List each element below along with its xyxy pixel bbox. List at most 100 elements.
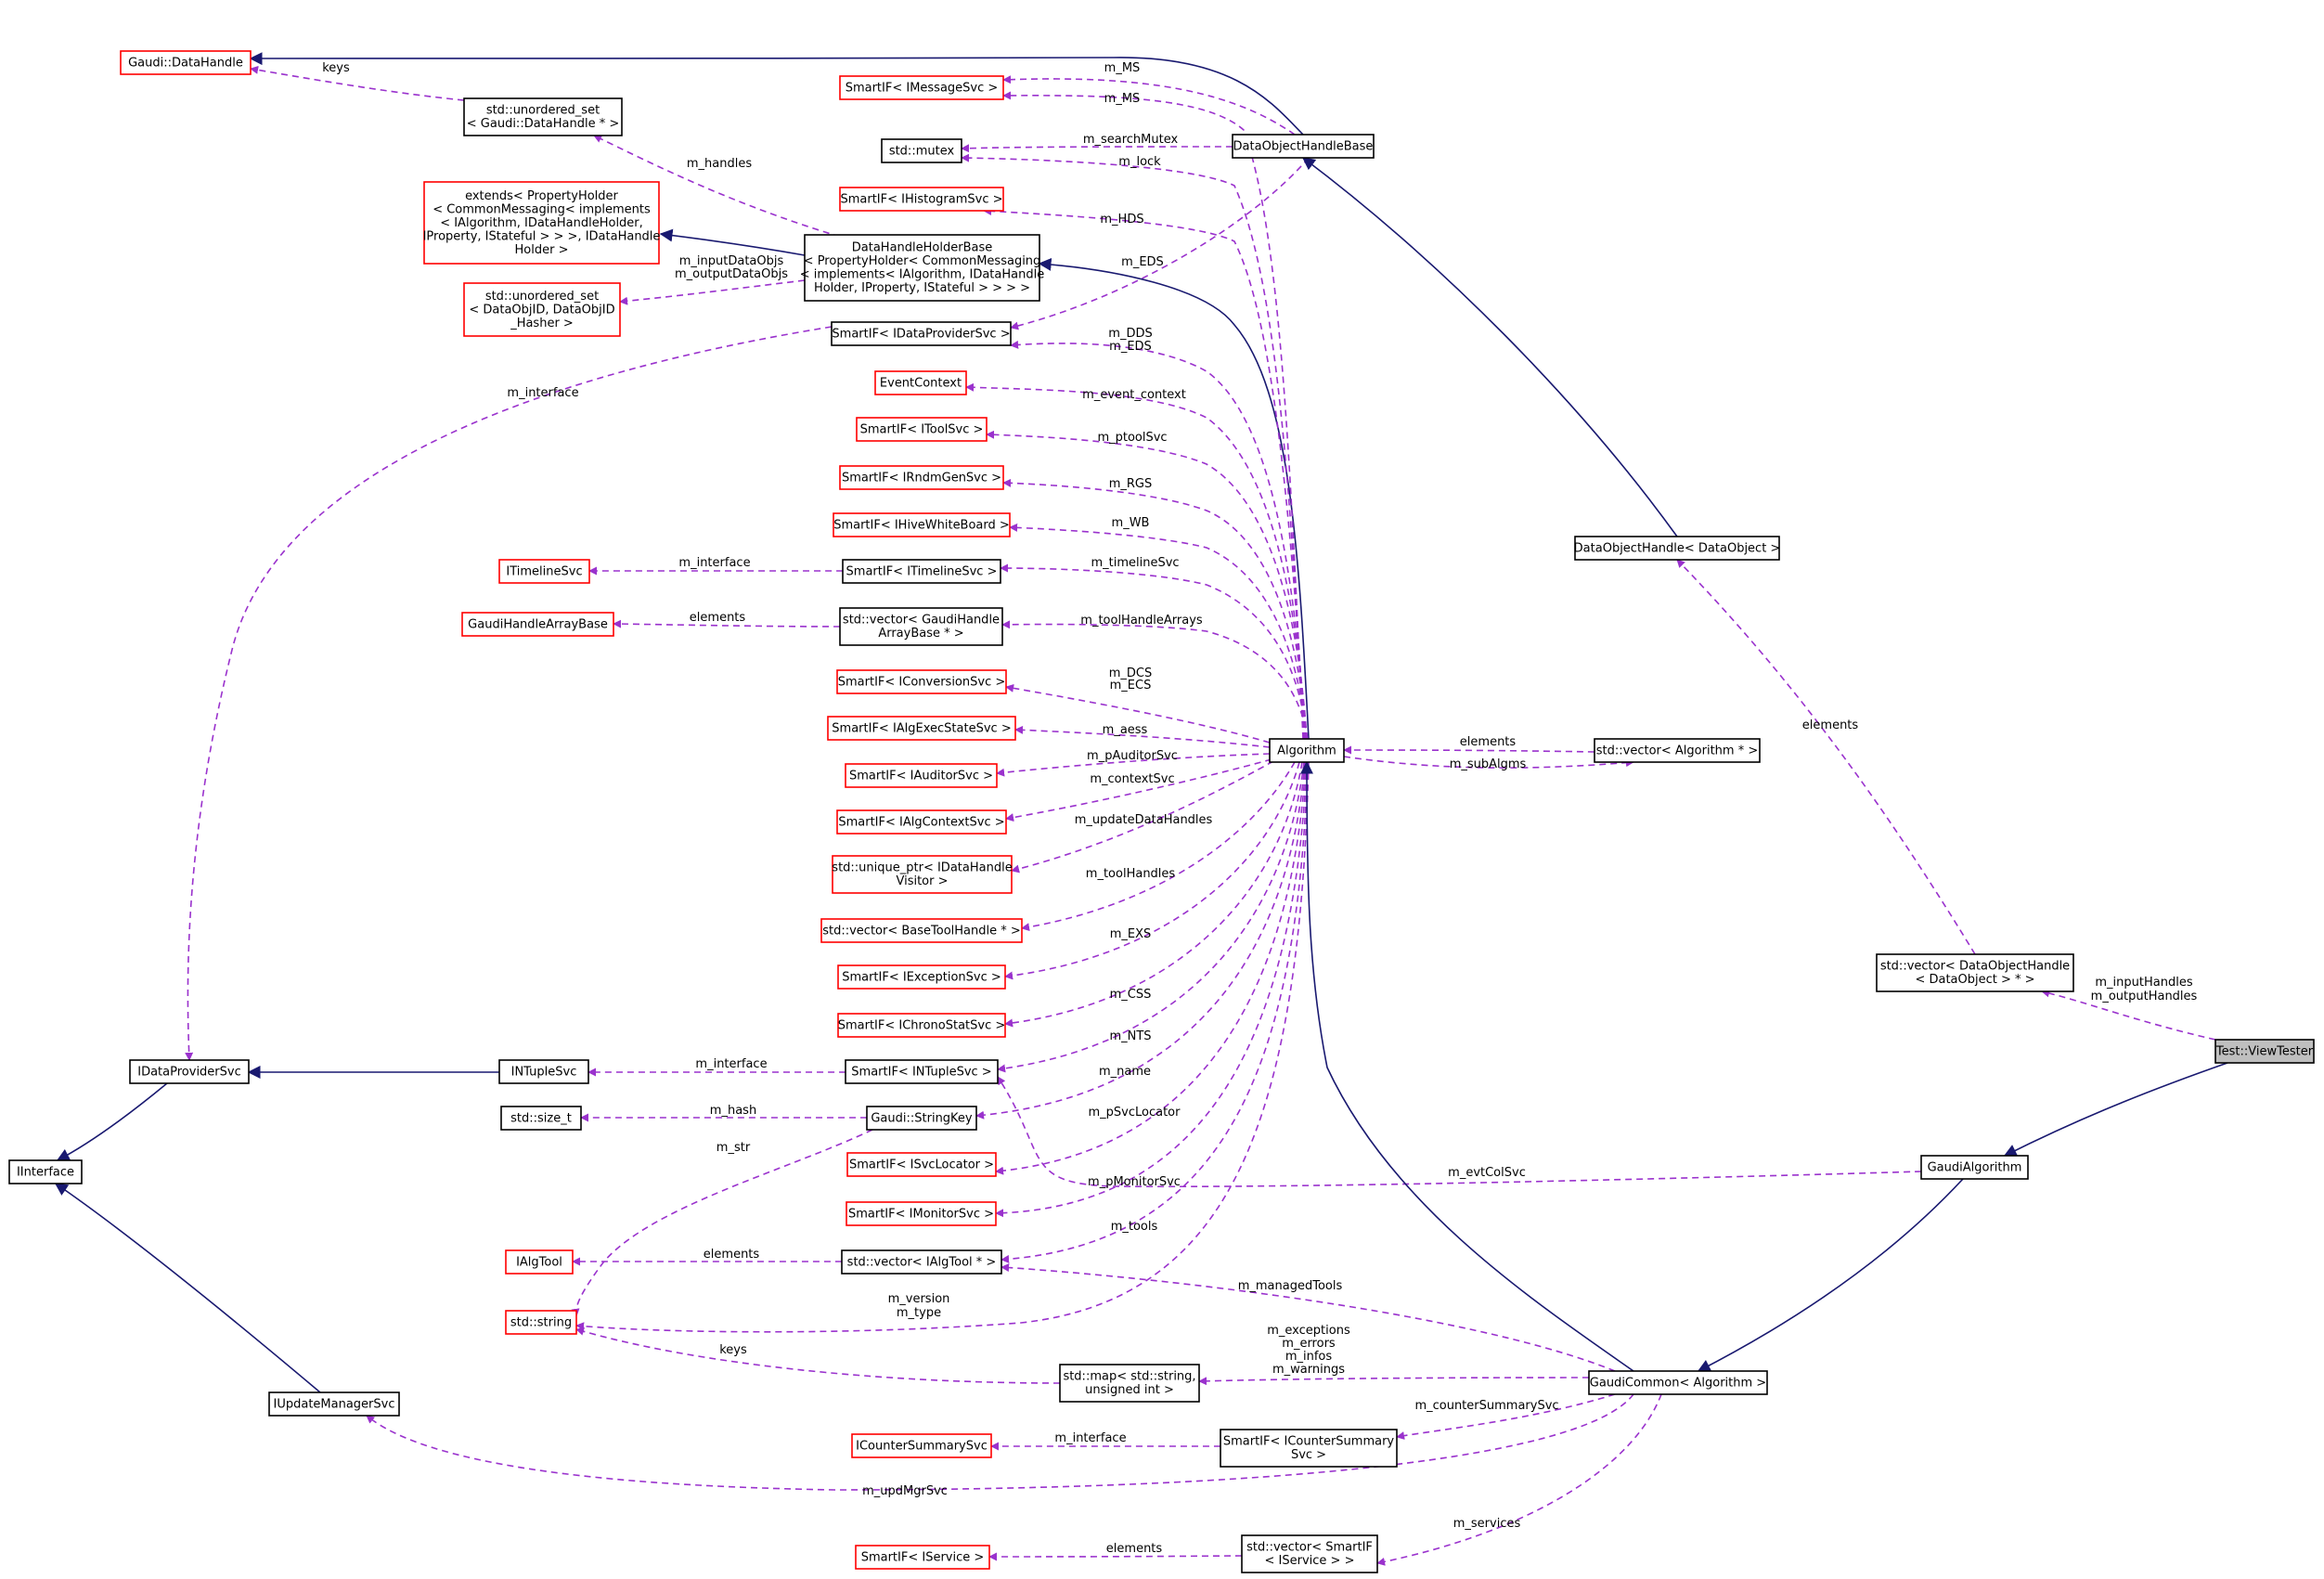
node-vector-gaudihandle[interactable]: std::vector< GaudiHandleArrayBase * > bbox=[839, 607, 1003, 646]
node-gaudi-datahandle[interactable]: Gaudi::DataHandle bbox=[120, 50, 252, 75]
node-smartif-itoolsvc[interactable]: SmartIF< IToolSvc > bbox=[856, 417, 988, 442]
edge-label: m_WB bbox=[1112, 516, 1150, 530]
edge-label: m_DCS bbox=[1109, 667, 1153, 680]
edges-layer bbox=[54, 52, 2228, 1566]
node-itimelinesvc[interactable]: ITimelineSvc bbox=[498, 559, 590, 584]
node-smartif-imessagesvc[interactable]: SmartIF< IMessageSvc > bbox=[839, 75, 1004, 100]
edge-map-keys bbox=[575, 1327, 1061, 1384]
node-label: SmartIF< ITimelineSvc > bbox=[846, 564, 998, 578]
node-smartif-ichronostatsvc[interactable]: SmartIF< IChronoStatSvc > bbox=[837, 1013, 1006, 1038]
node-smartif-imonitorsvc[interactable]: SmartIF< IMonitorSvc > bbox=[846, 1201, 997, 1226]
edge-line bbox=[571, 1129, 873, 1317]
edge-line bbox=[1343, 745, 1595, 755]
node-smartif-iexceptionsvc[interactable]: SmartIF< IExceptionSvc > bbox=[837, 964, 1006, 990]
node-box bbox=[832, 855, 1013, 894]
edge-label: m_handles bbox=[687, 157, 752, 171]
edge-label: elements bbox=[1802, 718, 1859, 732]
node-vector-smartif-iservice[interactable]: std::vector< SmartIF< IService > > bbox=[1241, 1534, 1378, 1573]
node-box bbox=[866, 1106, 977, 1131]
node-gaudialgorithm[interactable]: GaudiAlgorithm bbox=[1920, 1155, 2029, 1180]
node-icountersummarysvc[interactable]: ICounterSummarySvc bbox=[851, 1433, 992, 1458]
edge-label: m_DDS bbox=[1108, 327, 1152, 341]
node-idataprovidersvc[interactable]: IDataProviderSvc bbox=[129, 1059, 250, 1084]
edge-label: m_searchMutex bbox=[1083, 133, 1179, 147]
node-box bbox=[498, 1059, 589, 1084]
edge-dps-iinterface bbox=[56, 1082, 168, 1161]
node-gaudihandlearraybase[interactable]: GaudiHandleArrayBase bbox=[461, 612, 614, 637]
node-box bbox=[839, 607, 1003, 646]
node-gaudi-stringkey[interactable]: Gaudi::StringKey bbox=[866, 1106, 977, 1131]
node-smartif-iconversionsvc[interactable]: SmartIF< IConversionSvc > bbox=[836, 669, 1007, 694]
edge-line bbox=[995, 761, 1308, 1218]
node-box bbox=[505, 1310, 577, 1335]
node-label: DataObjectHandle< DataObject > bbox=[1574, 541, 1781, 555]
node-smartif-icountersummary[interactable]: SmartIF< ICounterSummarySvc > bbox=[1220, 1429, 1398, 1468]
node-label: SmartIF< IToolSvc > bbox=[860, 422, 984, 436]
node-std-map[interactable]: std::map< std::string,unsigned int > bbox=[1059, 1364, 1200, 1403]
edge-line bbox=[593, 135, 841, 238]
edge-line bbox=[961, 153, 1305, 740]
node-box bbox=[855, 1545, 990, 1570]
node-unordered-set-objid[interactable]: std::unordered_set< DataObjID, DataObjID… bbox=[463, 282, 621, 337]
node-ialgtool[interactable]: IAlgTool bbox=[505, 1249, 574, 1275]
edge-extends bbox=[659, 228, 806, 256]
edge-label: m_infos bbox=[1285, 1350, 1333, 1364]
node-smartif-ialgcontextsvc[interactable]: SmartIF< IAlgContextSvc > bbox=[836, 809, 1007, 835]
edge-label: m_EDS bbox=[1121, 255, 1164, 269]
node-box bbox=[1588, 1370, 1768, 1395]
node-gaudicommon[interactable]: GaudiCommon< Algorithm > bbox=[1588, 1370, 1768, 1395]
edge-alg-dds bbox=[1010, 340, 1307, 740]
node-smartif-iservice[interactable]: SmartIF< IService > bbox=[855, 1545, 990, 1570]
edge-line bbox=[1198, 1377, 1590, 1386]
edge-label: m_tools bbox=[1111, 1220, 1158, 1234]
edge-line bbox=[619, 279, 806, 305]
node-label: std::size_t bbox=[510, 1111, 572, 1125]
node-intuplesvc[interactable]: INTupleSvc bbox=[498, 1059, 589, 1084]
node-vector-ialgtool[interactable]: std::vector< IAlgTool * > bbox=[841, 1249, 1002, 1275]
edge-label: m_lock bbox=[1118, 155, 1161, 169]
node-label: std::string bbox=[510, 1315, 572, 1329]
node-box bbox=[845, 763, 998, 788]
node-smartif-intuplesvc[interactable]: SmartIF< INTupleSvc > bbox=[845, 1059, 999, 1084]
node-smartif-ialgexecstatesvc[interactable]: SmartIF< IAlgExecStateSvc > bbox=[827, 716, 1016, 741]
node-std-mutex[interactable]: std::mutex bbox=[881, 138, 962, 163]
node-datahandleholderbase[interactable]: DataHandleHolderBase< PropertyHolder< Co… bbox=[800, 234, 1044, 302]
node-iinterface[interactable]: IInterface bbox=[8, 1159, 83, 1184]
edge-label: m_updMgrSvc bbox=[862, 1484, 948, 1498]
node-smartif-iauditorsvc[interactable]: SmartIF< IAuditorSvc > bbox=[845, 763, 998, 788]
node-vector-basetoolhandle[interactable]: std::vector< BaseToolHandle * > bbox=[820, 918, 1023, 943]
node-extends-ph[interactable]: extends< PropertyHolder< CommonMessaging… bbox=[423, 181, 661, 265]
node-algorithm[interactable]: Algorithm bbox=[1269, 738, 1345, 763]
edge-alg-ms bbox=[1002, 91, 1304, 740]
node-std-size-t[interactable]: std::size_t bbox=[500, 1106, 582, 1131]
edge-line bbox=[1001, 1263, 1616, 1372]
edge-gc-services bbox=[1376, 1393, 1662, 1566]
edge-line bbox=[1021, 761, 1296, 932]
edge-label: m_contextSvc bbox=[1090, 772, 1174, 786]
edge-label: m_EDS bbox=[1109, 340, 1152, 354]
node-eventcontext[interactable]: EventContext bbox=[874, 370, 967, 395]
node-smartif-itimelinesvc[interactable]: SmartIF< ITimelineSvc > bbox=[842, 559, 1001, 584]
node-std-string[interactable]: std::string bbox=[505, 1310, 577, 1335]
node-smartif-ihistogramsvc[interactable]: SmartIF< IHistogramSvc > bbox=[839, 187, 1004, 212]
edge-line bbox=[613, 619, 841, 628]
node-smartif-isvclocator[interactable]: SmartIF< ISvcLocator > bbox=[846, 1152, 997, 1177]
edge-line bbox=[250, 65, 465, 101]
node-box bbox=[8, 1159, 83, 1184]
node-smartif-ihivewhiteboard[interactable]: SmartIF< IHiveWhiteBoard > bbox=[833, 512, 1011, 537]
node-dataobjecthandle[interactable]: DataObjectHandle< DataObject > bbox=[1574, 536, 1781, 561]
node-vector-algorithm[interactable]: std::vector< Algorithm * > bbox=[1594, 738, 1761, 763]
edge-ga-gaudicommon bbox=[1697, 1178, 1964, 1372]
node-label: SmartIF< IRndmGenSvc > bbox=[842, 471, 1001, 485]
node-smartif-idataprovidersvc[interactable]: SmartIF< IDataProviderSvc > bbox=[831, 321, 1012, 346]
edge-line bbox=[1010, 157, 1310, 330]
node-box bbox=[2214, 1039, 2315, 1064]
edge-dps-iface bbox=[185, 326, 833, 1061]
node-vector-dataobjecthandle[interactable]: std::vector< DataObjectHandle< DataObjec… bbox=[1876, 953, 2074, 992]
node-iupdatemanagersvc[interactable]: IUpdateManagerSvc bbox=[268, 1391, 400, 1417]
node-test-viewtester[interactable]: Test::ViewTester bbox=[2214, 1039, 2315, 1064]
node-unordered-set-dh[interactable]: std::unordered_set< Gaudi::DataHandle * … bbox=[463, 97, 623, 136]
node-dataobjecthandlebase[interactable]: DataObjectHandleBase bbox=[1232, 134, 1375, 159]
node-smartif-irndmgensvc[interactable]: SmartIF< IRndmGenSvc > bbox=[839, 465, 1004, 490]
